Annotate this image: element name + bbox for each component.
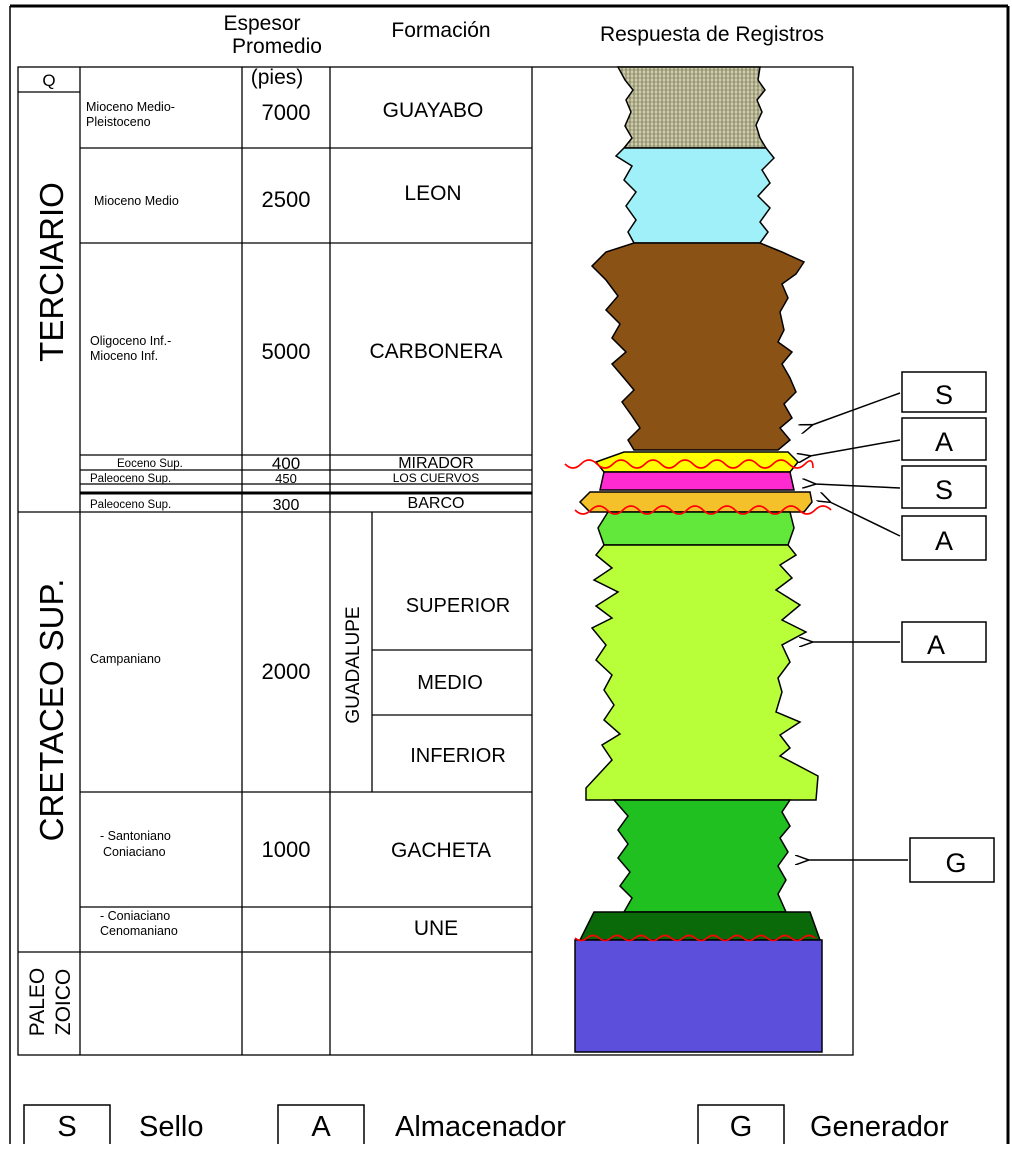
legend-box-a (277, 1104, 365, 1146)
header-log-response: Respuesta de Registros (600, 23, 824, 46)
age-label: Pleistoceno (86, 115, 151, 129)
formation-name: MIRADOR (398, 455, 474, 472)
legend-box-s (23, 1104, 111, 1146)
age-label: Mioceno Medio (94, 194, 179, 208)
age-label: Mioceno Inf. (90, 349, 158, 363)
age-label: Oligoceno Inf.- (90, 334, 171, 348)
legend-code-g: G (730, 1111, 753, 1143)
formation-group-guadalupe: GUADALUPE (343, 606, 364, 723)
thickness-value: 5000 (262, 339, 311, 364)
log-response-column (574, 66, 823, 1053)
unconformity-lines (564, 459, 832, 942)
age-label: Coniaciano (103, 845, 166, 859)
log-paleozoic (574, 939, 823, 1053)
unconformity-mid (574, 505, 832, 515)
period-paleo-2: ZOICO (52, 969, 75, 1036)
legend-code-a: A (311, 1111, 331, 1143)
marker-code: A (927, 630, 945, 660)
table-grid (17, 66, 854, 1056)
age-label: - Santoniano (100, 829, 171, 843)
legend: S Sello A Almacenador G Generador (23, 1104, 949, 1146)
age-label: Mioceno Medio- (86, 100, 175, 114)
thickness-value: 2500 (262, 187, 311, 212)
log-los-cuervos (599, 471, 795, 491)
marker-code: G (945, 848, 966, 878)
period-q: Q (42, 71, 55, 90)
legend-code-s: S (57, 1111, 76, 1143)
thickness-value: 7000 (262, 100, 311, 125)
formation-name: GACHETA (391, 839, 491, 862)
unconformity-top (564, 459, 814, 469)
thickness-value: 300 (273, 497, 300, 514)
marker-code: A (935, 427, 953, 457)
arrow-a1 (810, 439, 901, 456)
period-paleo-1: PALEO (26, 968, 49, 1036)
log-carbonera (590, 242, 806, 451)
formation-name: UNE (414, 917, 458, 940)
log-guadalupe (585, 544, 819, 801)
arrow-s1 (812, 392, 901, 425)
header-formation: Formación (391, 19, 490, 42)
formation-name: CARBONERA (369, 340, 502, 363)
unconformity-base (574, 934, 816, 942)
marker-code: A (935, 526, 953, 556)
log-gacheta (612, 799, 792, 913)
age-label: Eoceno Sup. (117, 458, 183, 470)
marker-code: S (935, 475, 953, 505)
formation-name: BARCO (408, 495, 465, 512)
period-terciario: TERCIARIO (33, 182, 70, 362)
legend-label-generador: Generador (810, 1111, 949, 1143)
header-thickness-unit: (pies) (251, 66, 304, 89)
arrow-s2 (815, 484, 901, 488)
marker-code: S (935, 380, 953, 410)
age-label: Paleoceno Sup. (90, 473, 171, 485)
log-leon (614, 147, 776, 244)
thickness-value: 450 (275, 471, 297, 486)
thickness-value: 400 (272, 454, 300, 473)
log-guayabo (616, 66, 768, 149)
formation-name: LEON (404, 182, 461, 205)
age-label: Paleoceno Sup. (90, 499, 171, 511)
age-label: - Coniaciano (100, 909, 170, 923)
legend-label-sello: Sello (139, 1111, 204, 1143)
header-thickness-2: Promedio (232, 35, 322, 58)
sub-unit-superior: SUPERIOR (406, 595, 510, 617)
marker-boxes: S A S A A G (901, 371, 995, 883)
log-barco (578, 491, 813, 513)
formation-name: LOS CUERVOS (393, 471, 479, 485)
legend-box-g (697, 1104, 785, 1146)
thickness-value: 2000 (262, 659, 311, 684)
sub-unit-inferior: INFERIOR (410, 745, 506, 767)
marker-arrows (808, 392, 908, 860)
age-label: Cenomaniano (100, 924, 178, 938)
legend-label-almacenador: Almacenador (395, 1111, 566, 1143)
formation-name: GUAYABO (383, 99, 484, 122)
period-cretaceo: CRETACEO SUP. (33, 579, 70, 842)
header-thickness-1: Espesor (223, 12, 300, 35)
log-guadalupe-top (597, 511, 795, 546)
age-label: Campaniano (90, 652, 161, 666)
arrow-a2 (830, 502, 901, 537)
thickness-value: 1000 (262, 837, 311, 862)
sub-unit-medio: MEDIO (417, 672, 483, 694)
